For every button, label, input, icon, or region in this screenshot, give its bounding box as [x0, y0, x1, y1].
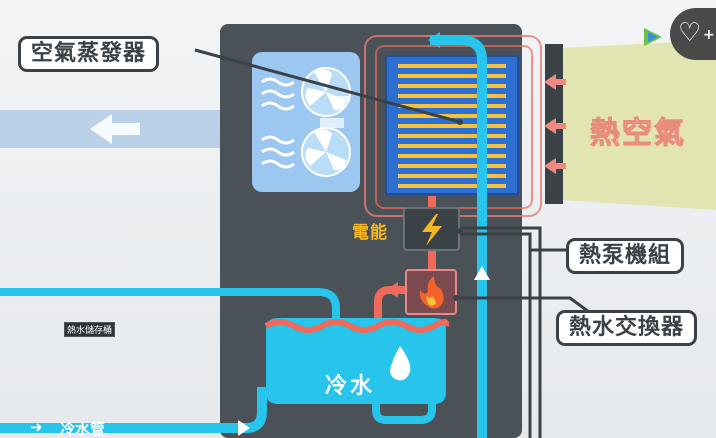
heart-plus-icon: ♡ — [678, 18, 702, 48]
hot-air-arrows — [544, 74, 566, 174]
water-drop-icon — [390, 346, 411, 381]
flame-icon — [419, 276, 444, 309]
hot-air-label: 熱空氣 — [590, 116, 686, 152]
tank-label: 熱水儲存桶 — [64, 322, 116, 337]
heat-exchanger-label: 熱水交換器 — [556, 310, 698, 346]
evaporator-label: 空氣蒸發器 — [18, 36, 160, 72]
fan-icon — [301, 67, 351, 117]
cold-water-label: 冷水 — [325, 374, 376, 399]
cold-water-pipe — [430, 35, 487, 438]
cold-water-tank — [266, 318, 446, 404]
tank-enclosure — [0, 300, 240, 418]
coil-lines — [398, 64, 506, 188]
cold-pipe-label: 冷水管 — [60, 420, 106, 438]
pipe-arrow-icon: ➜ — [30, 418, 43, 436]
favorite-button[interactable]: ♡ — [670, 8, 716, 60]
lightning-icon — [422, 214, 442, 246]
plus-icon: + — [703, 27, 715, 43]
hot-air-band — [560, 40, 716, 210]
wind-lines — [261, 77, 295, 169]
cold-air-arrow — [90, 114, 140, 144]
heat-pump-label: 熱泵機組 — [566, 238, 685, 274]
power-label: 電能 — [352, 223, 388, 243]
fan-icon — [301, 127, 351, 177]
video-logo-icon[interactable] — [642, 26, 664, 48]
tank-pipe — [0, 288, 340, 318]
